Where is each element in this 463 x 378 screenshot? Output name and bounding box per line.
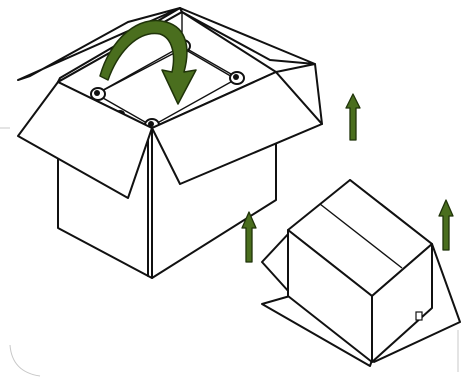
up-arrow-icon bbox=[439, 200, 453, 250]
closed-box bbox=[262, 180, 460, 366]
open-box bbox=[18, 8, 322, 278]
box-label bbox=[416, 312, 422, 320]
up-arrow-icon bbox=[346, 94, 360, 140]
